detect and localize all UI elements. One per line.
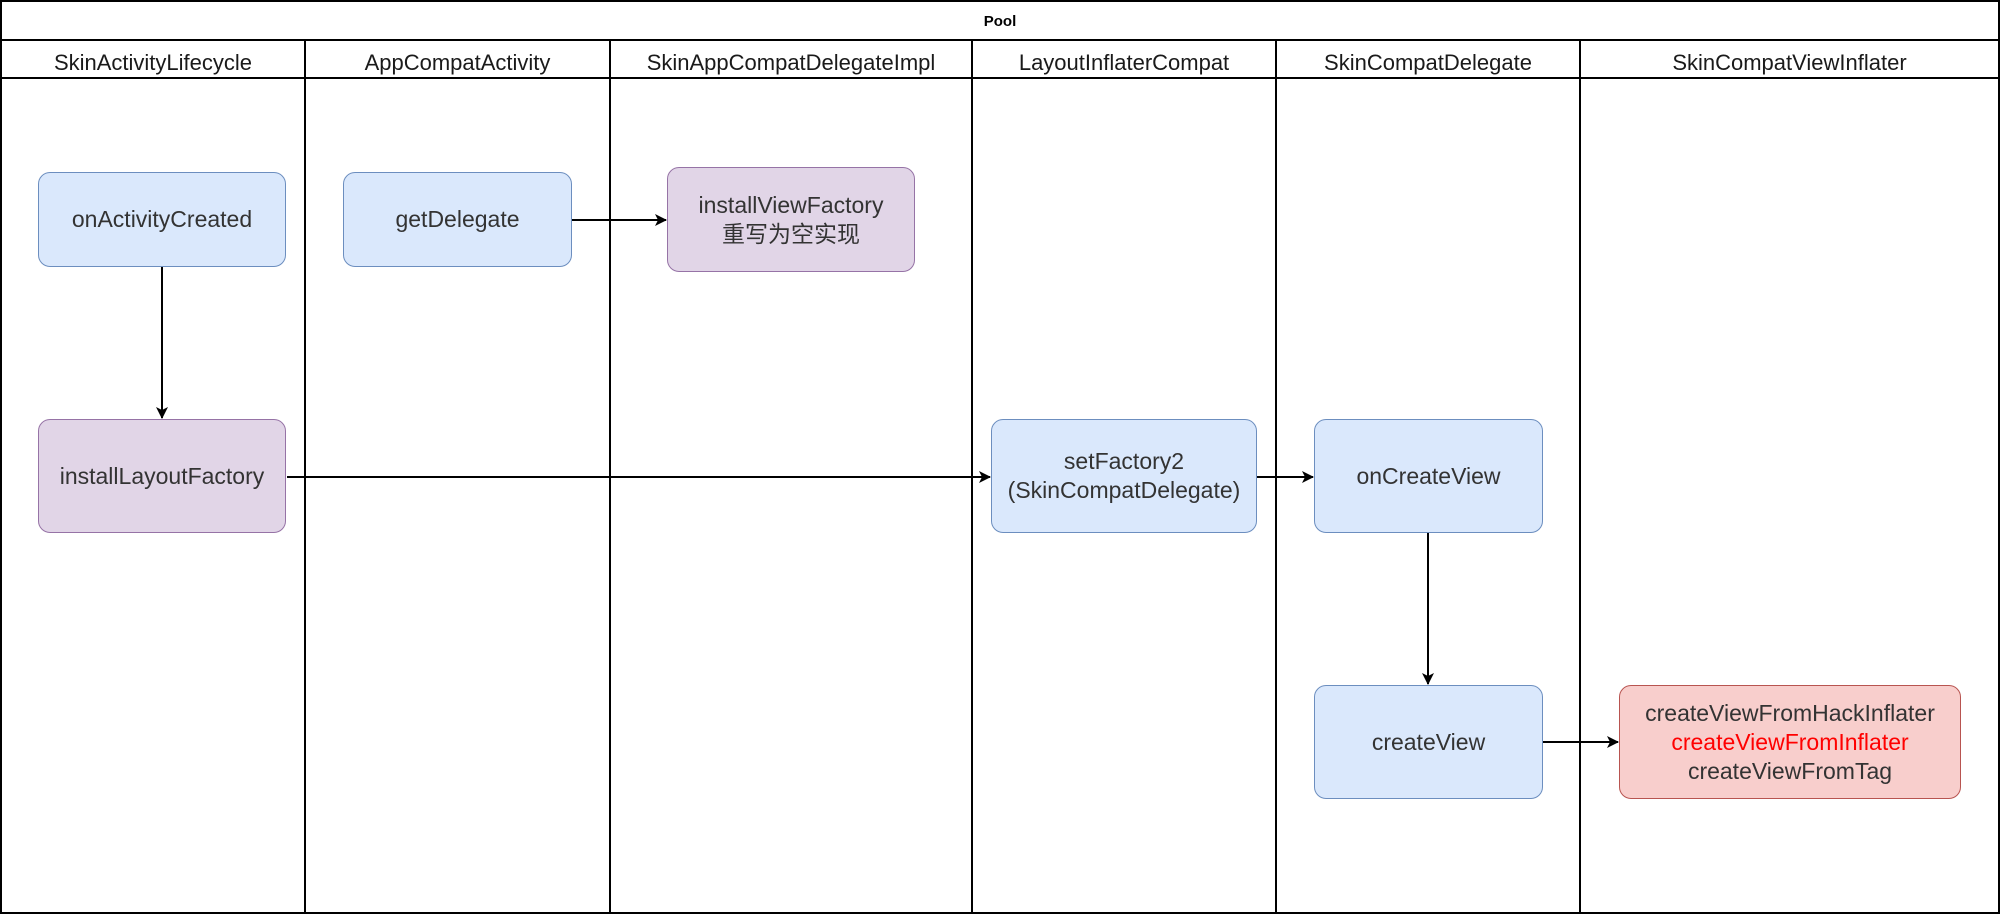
set-factory2-line2: (SkinCompatDelegate) xyxy=(1007,477,1241,503)
lane-title-appcompatactivity: AppCompatActivity xyxy=(364,50,551,75)
node-on-create-view: onCreateView xyxy=(1314,419,1543,533)
node-inflater-methods: createViewFromHackInflater createViewFro… xyxy=(1619,685,1961,799)
pool-title: Pool xyxy=(983,13,1017,30)
inflater-method-inflater: createViewFromInflater xyxy=(1671,728,1909,755)
node-create-view: createView xyxy=(1314,685,1543,799)
node-set-factory2: setFactory2 (SkinCompatDelegate) xyxy=(991,419,1257,533)
lane-title-skincompatviewinflater: SkinCompatViewInflater xyxy=(1672,50,1907,75)
node-get-delegate: getDelegate xyxy=(343,172,572,267)
lane-title-skincompatdelegate: SkinCompatDelegate xyxy=(1324,50,1532,75)
node-on-activity-created: onActivityCreated xyxy=(38,172,286,267)
install-view-factory-line2: 重写为空实现 xyxy=(721,220,860,247)
install-view-factory-line1: installViewFactory xyxy=(698,191,884,218)
node-install-layout-factory: installLayoutFactory xyxy=(38,419,286,533)
lane-title-layoutinflatercompat: LayoutInflaterCompat xyxy=(1018,50,1230,75)
inflater-method-tag: createViewFromTag xyxy=(1687,757,1893,784)
lane-title-skinappcompatdelegateimpl: SkinAppCompatDelegateImpl xyxy=(646,50,936,75)
lane-title-skinactivitylifecycle: SkinActivityLifecycle xyxy=(53,50,253,75)
inflater-method-hack: createViewFromHackInflater xyxy=(1645,699,1935,726)
set-factory2-line1: setFactory2 xyxy=(1063,448,1185,474)
node-install-view-factory: installViewFactory 重写为空实现 xyxy=(667,167,915,272)
